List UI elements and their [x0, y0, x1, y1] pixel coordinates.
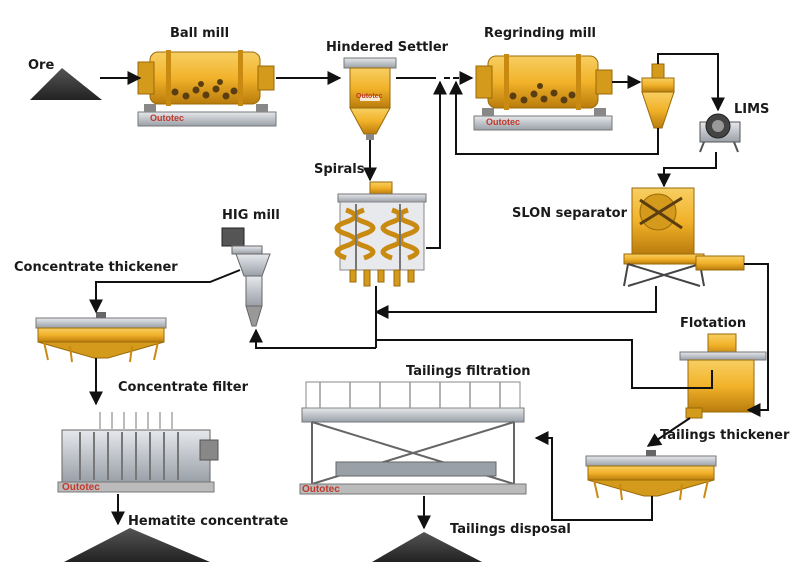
hindered-settler-equipment: [343, 57, 397, 140]
flow-spirals-to-regrind: [426, 80, 447, 249]
tailings-filtration-equipment: [299, 381, 527, 495]
ore-pile: [30, 68, 102, 100]
flow-cyclone-overflow-to-lims: [657, 53, 725, 112]
ore-label: Ore: [28, 58, 55, 73]
regrinding-mill-equipment: [473, 54, 613, 131]
slon-separator-label: SLON separator: [512, 206, 628, 221]
slon-separator-equipment: [623, 187, 745, 287]
concentrate-thickener-label: Concentrate thickener: [14, 260, 178, 275]
concentrate-filter-label: Concentrate filter: [118, 380, 248, 395]
flotation-equipment: [679, 333, 767, 419]
flow-tailings-thickener-to-filtration: [534, 431, 653, 521]
hematite-concentrate-label: Hematite concentrate: [128, 514, 289, 529]
ball-mill-equipment: [137, 50, 277, 127]
ball-mill-label: Ball mill: [170, 26, 230, 41]
tailings-disposal-label: Tailings disposal: [450, 522, 571, 537]
spirals-label: Spirals: [314, 162, 365, 177]
tailings-thickener-label: Tailings thickener: [660, 428, 790, 443]
flow-slon-to-hig-mill: [374, 286, 657, 319]
ball-mill-brand: Outotec: [150, 113, 185, 123]
flotation-label: Flotation: [680, 316, 747, 331]
lims-label: LIMS: [734, 102, 770, 117]
tailings-filtration-brand: Outotec: [302, 484, 340, 495]
flow-hig-to-concentrate-thickener: [89, 269, 241, 314]
concentrate-filter-equipment: [57, 412, 219, 493]
flow-cyclone-underflow-return: [449, 80, 659, 155]
flow-lims-to-slon: [657, 152, 717, 188]
flow-slon-tails-to-tailings-thickener: [744, 263, 769, 417]
regrinding-mill-label: Regrinding mill: [484, 26, 597, 41]
flow-flotation-to-tailings-thickener: [646, 417, 691, 447]
flow-flotation-concentrate: [376, 339, 713, 389]
settler-brand: Outotec: [356, 93, 383, 100]
hig-mill-equipment: [221, 227, 271, 327]
hydrocyclone-equipment: [641, 63, 675, 129]
tailings-disposal-pile: [372, 532, 482, 562]
concentrate-filter-brand: Outotec: [62, 482, 100, 493]
lims-equipment: [699, 113, 741, 153]
flow-to-hig-mill: [249, 328, 376, 349]
hematite-concentrate-pile: [64, 528, 210, 562]
concentrate-thickener-equipment: [35, 312, 167, 363]
regrinding-mill-brand: Outotec: [486, 117, 521, 127]
tailings-thickener-equipment: [585, 450, 717, 501]
tailings-filtration-label: Tailings filtration: [406, 364, 531, 379]
hig-mill-label: HIG mill: [222, 208, 280, 223]
spirals-equipment: [334, 181, 427, 287]
hindered-settler-label: Hindered Settler: [326, 40, 449, 55]
